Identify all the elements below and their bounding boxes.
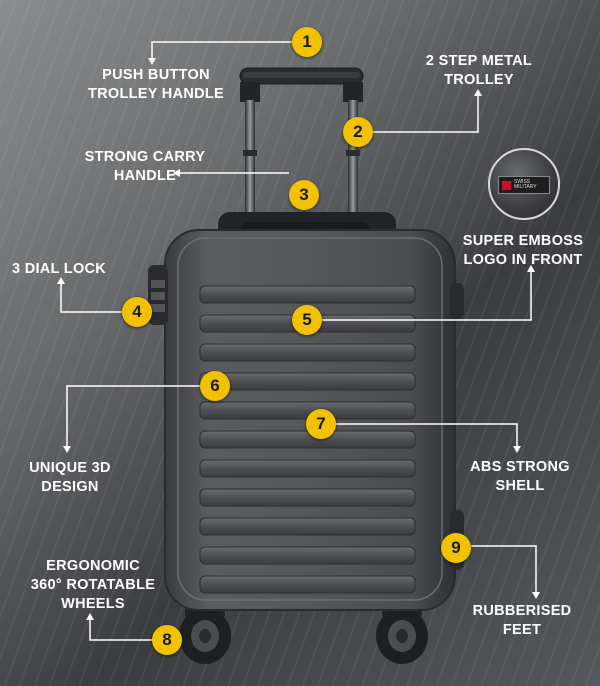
- label-line: STRONG CARRY: [84, 149, 206, 165]
- label-line: FEET: [502, 622, 542, 638]
- swiss-cross-icon: [502, 180, 511, 190]
- badge-3: 3: [289, 180, 319, 210]
- label-line: ABS STRONG: [470, 459, 570, 475]
- label-line: HANDLE: [113, 168, 177, 184]
- feature-label-3: STRONG CARRY HANDLE: [65, 148, 225, 186]
- callout-line-5: [322, 272, 532, 321]
- label-line: SUPER EMBOSS: [462, 233, 584, 249]
- 3d-ribs: [199, 285, 416, 594]
- arrow-head-icon: [532, 592, 540, 599]
- badge-5: 5: [292, 305, 322, 335]
- label-line: 360° ROTATABLE: [30, 577, 156, 593]
- label-line: UNIQUE 3D: [29, 460, 111, 476]
- label-line: PUSH BUTTON: [102, 67, 210, 83]
- shell-rib: [199, 285, 416, 304]
- label-line: DESIGN: [41, 479, 99, 495]
- shell-rib: [199, 517, 416, 536]
- callout-line-1: [151, 41, 292, 58]
- label-line: RUBBERISED: [472, 603, 572, 619]
- feature-label-7: ABS STRONG SHELL: [460, 458, 580, 496]
- badge-2: 2: [343, 117, 373, 147]
- arrow-head-icon: [173, 169, 180, 177]
- label-line: 3 DIAL LOCK: [12, 261, 107, 277]
- shell-rib: [199, 459, 416, 478]
- callout-line-7: [336, 423, 518, 446]
- feature-label-5: SUPER EMBOSS LOGO IN FRONT: [448, 232, 598, 270]
- badge-9: 9: [441, 533, 471, 563]
- shell-rib: [199, 575, 416, 594]
- shell-rib: [199, 488, 416, 507]
- logo-line: MILITARY: [514, 184, 537, 190]
- arrow-head-icon: [513, 446, 521, 453]
- arrow-head-icon: [86, 613, 94, 620]
- badge-6: 6: [200, 371, 230, 401]
- label-line: 2 STEP METAL: [425, 53, 533, 69]
- feature-label-9: RUBBERISED FEET: [462, 602, 582, 640]
- callout-line-9: [471, 545, 537, 592]
- badge-1: 1: [292, 27, 322, 57]
- label-line: LOGO IN FRONT: [463, 252, 583, 268]
- feature-label-1: PUSH BUTTON TROLLEY HANDLE: [70, 66, 242, 104]
- trolley-handle: [239, 67, 364, 230]
- label-line: TROLLEY: [444, 72, 514, 88]
- badge-7: 7: [306, 409, 336, 439]
- arrow-head-icon: [527, 265, 535, 272]
- shell-rib: [199, 546, 416, 565]
- feature-label-4: 3 DIAL LOCK: [12, 260, 122, 279]
- badge-8: 8: [152, 625, 182, 655]
- feature-label-2: 2 STEP METAL TROLLEY: [395, 52, 563, 90]
- label-line: WHEELS: [61, 596, 125, 612]
- arrow-head-icon: [148, 58, 156, 65]
- arrow-head-icon: [57, 277, 65, 284]
- shell-rib: [199, 343, 416, 362]
- arrow-head-icon: [63, 446, 71, 453]
- emboss-logo-inset: SWISS MILITARY: [488, 148, 560, 220]
- callout-line-6: [66, 385, 200, 446]
- callout-line-2: [373, 96, 479, 133]
- arrow-head-icon: [474, 89, 482, 96]
- label-line: SHELL: [495, 478, 545, 494]
- brand-logo-text: SWISS MILITARY: [514, 180, 537, 190]
- callout-line-8: [89, 620, 152, 641]
- callout-line-4: [60, 284, 122, 313]
- label-line: ERGONOMIC: [46, 558, 140, 574]
- label-line: TROLLEY HANDLE: [87, 86, 225, 102]
- brand-tag: SWISS MILITARY: [498, 176, 550, 194]
- feature-label-8: ERGONOMIC 360° ROTATABLE WHEELS: [26, 557, 160, 614]
- feature-label-6: UNIQUE 3D DESIGN: [20, 459, 120, 497]
- badge-4: 4: [122, 297, 152, 327]
- logo-line: SWISS: [514, 179, 531, 185]
